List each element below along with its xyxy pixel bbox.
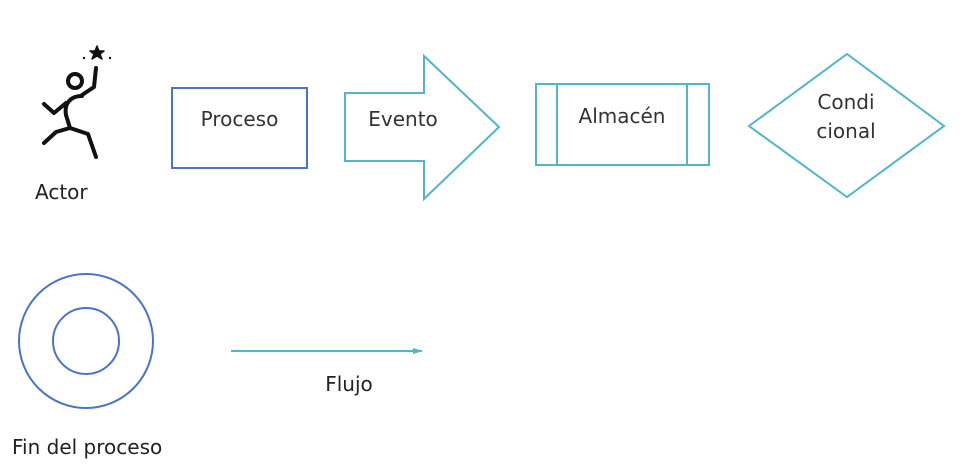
actor-head [66,72,84,90]
condicional-label-line2: cional [816,119,875,143]
flujo-label: Flujo [325,372,373,396]
actor-lower-arm [42,101,68,115]
actor-front-leg [68,126,98,159]
fin-outer-circle [18,273,154,409]
fin-inner-circle [52,307,120,375]
sparkle-dot-left [82,56,86,60]
sparkle-dot-right [108,56,112,60]
evento-label: Evento [368,107,438,131]
condicional-shape [747,52,946,199]
actor-raised-arm [80,66,98,97]
almacen-label: Almacén [579,104,666,128]
almacen-shape [535,83,710,166]
actor-body [63,94,84,130]
star-icon [89,45,105,60]
actor-label: Actor [35,180,88,204]
proceso-label: Proceso [201,107,279,131]
actor-back-leg [42,126,72,145]
proceso-shape [171,87,308,169]
condicional-label-line1: Condi [817,90,874,114]
fin-label: Fin del proceso [12,435,162,459]
evento-shape [344,53,501,202]
actor-icon [42,45,112,159]
